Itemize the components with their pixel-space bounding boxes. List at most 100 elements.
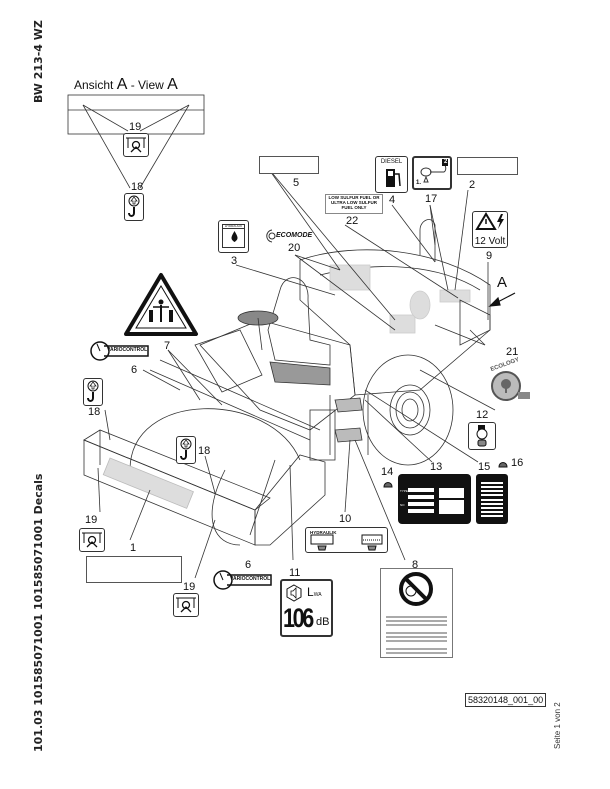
- decal-3-hydraulic-oil: HYDRAULIK: [218, 220, 249, 253]
- callout-19: 19: [183, 581, 196, 593]
- crush-hazard-warning-icon: [124, 273, 198, 336]
- sequence-step1: 1.: [416, 180, 422, 186]
- lifting-hook-icon: [128, 195, 140, 217]
- decal-variocontrol: VARIOCONTROL: [213, 570, 273, 590]
- ecomode-logo-icon: [266, 229, 276, 243]
- decal-17-sequence: 1. 2: [412, 156, 452, 190]
- callout-16: 16: [511, 457, 524, 469]
- decal-15-data-plate: [476, 474, 508, 524]
- diesel-label: DIESEL: [380, 159, 403, 165]
- callout-6: 6: [131, 364, 138, 376]
- decal-5-placeholder: [259, 156, 319, 174]
- type-plate-row1-label: TYPE: [400, 489, 408, 493]
- fuel-pump-icon: [386, 168, 401, 187]
- hydraulic-oil-label: HYDRAULIK: [223, 224, 244, 230]
- view-a-arrow-label: A: [497, 274, 508, 291]
- warning-triangle-lightning-icon: [475, 212, 504, 230]
- callout-21: 21: [506, 346, 519, 358]
- variocontrol-logo-icon: [213, 570, 272, 590]
- callout-14: 14: [381, 466, 394, 478]
- tie-down-icon: [176, 597, 196, 613]
- decal-19-tie-down: [123, 133, 149, 157]
- variocontrol-label: VARIOCONTROL: [107, 347, 148, 353]
- noise-symbol: LWA: [307, 585, 322, 599]
- decal-11-noise-level: LWA 106 dB: [280, 579, 333, 637]
- tie-down-icon: [82, 532, 102, 548]
- decal-22-fuel-warning: LOW SULFUR FUEL OR ULTRA LOW SULFUR FUEL…: [325, 194, 383, 214]
- noise-unit: dB: [316, 616, 330, 628]
- callout-9: 9: [486, 250, 493, 262]
- ecomode-label: ECOMODE: [276, 232, 313, 239]
- tie-down-icon: [126, 137, 146, 153]
- decal-19-tie-down: [79, 528, 105, 552]
- callout-2: 2: [469, 179, 476, 191]
- noise-value: 106: [283, 603, 314, 633]
- oil-level-icon: [310, 534, 383, 551]
- decal-1-placeholder: [86, 556, 182, 583]
- noise-symbol-subscript: WA: [313, 592, 322, 598]
- callout-4: 4: [389, 194, 396, 206]
- hydraulik-level-label: HYDRAULIK: [310, 530, 337, 535]
- speaker-icon: [286, 584, 302, 602]
- decal-2-placeholder: [457, 157, 518, 175]
- drawing-number: 58320148_001_00: [465, 693, 547, 707]
- callout-10: 10: [339, 513, 352, 525]
- view-title-mid: - View: [127, 78, 168, 92]
- callout-17: 17: [425, 193, 438, 205]
- callout-19: 19: [85, 514, 98, 526]
- decal-12-filter: [468, 422, 496, 450]
- decal-20-ecomode: ECOMODE: [263, 228, 315, 244]
- variocontrol-logo-icon: [90, 341, 149, 361]
- callout-5: 5: [293, 177, 300, 189]
- callout-18: 18: [88, 406, 101, 418]
- fuel-warning-line2: ULTRA LOW SULFUR: [331, 199, 377, 205]
- callout-13: 13: [430, 461, 443, 473]
- callout-18: 18: [198, 445, 211, 457]
- callout-6: 6: [245, 559, 252, 571]
- lifting-hook-icon: [87, 380, 99, 402]
- fuel-warning-line3: FUEL ONLY: [341, 204, 367, 210]
- filter-icon: [476, 425, 488, 447]
- callout-3: 3: [231, 255, 238, 267]
- fuel-warning-line1: LOW SULFUR FUEL OR: [328, 195, 380, 200]
- noise-symbol-letter: L: [307, 585, 314, 599]
- decal-14-icon: [383, 482, 393, 488]
- lifting-hook-icon: [180, 438, 192, 460]
- decal-16-icon: [498, 462, 508, 468]
- decal-10-hydraulik-level: HYDRAULIK: [305, 527, 388, 553]
- cap-sequence-icon: [420, 159, 448, 183]
- view-title-letter: A: [167, 76, 178, 93]
- callout-18: 18: [131, 181, 144, 193]
- decal-18-lifting-hook: [176, 436, 196, 464]
- callout-7: 7: [164, 340, 171, 352]
- decal-18-lifting-hook: [124, 193, 144, 221]
- decal-19-tie-down: [173, 593, 199, 617]
- sequence-step2: 2: [444, 159, 448, 165]
- decal-9-12volt: 12 Volt: [472, 211, 508, 248]
- decal-variocontrol: VARIOCONTROL: [90, 341, 150, 361]
- callout-1: 1: [130, 542, 137, 554]
- callout-22: 22: [346, 215, 359, 227]
- page-indicator: Seite 1 von 2: [553, 702, 562, 749]
- prohibited-rotating-parts-icon: [399, 572, 433, 606]
- view-title-letter: A: [116, 76, 128, 93]
- view-a-title: Ansicht A - View A: [74, 76, 178, 94]
- decal-13-type-plate: TYPE NO: [398, 474, 471, 524]
- variocontrol-label: VARIOCONTROL: [230, 576, 271, 582]
- callout-19: 19: [129, 121, 142, 133]
- ecology-badge-icon: [491, 371, 530, 401]
- decal-21-ecology: ECOLOGY: [484, 357, 532, 402]
- decal-8-rotating-parts-warning: [380, 568, 453, 658]
- oil-drop-icon: [231, 231, 238, 243]
- voltage-label: 12 Volt: [474, 236, 506, 247]
- decal-diesel: DIESEL: [375, 156, 408, 193]
- type-plate-row2-label: NO: [400, 503, 405, 507]
- callout-11: 11: [289, 567, 301, 579]
- decal-18-lifting-hook: [83, 378, 103, 406]
- callout-15: 15: [478, 461, 491, 473]
- callout-20: 20: [288, 242, 301, 254]
- callout-12: 12: [476, 409, 489, 421]
- view-title-prefix: Ansicht: [74, 78, 117, 92]
- callout-8: 8: [412, 559, 419, 571]
